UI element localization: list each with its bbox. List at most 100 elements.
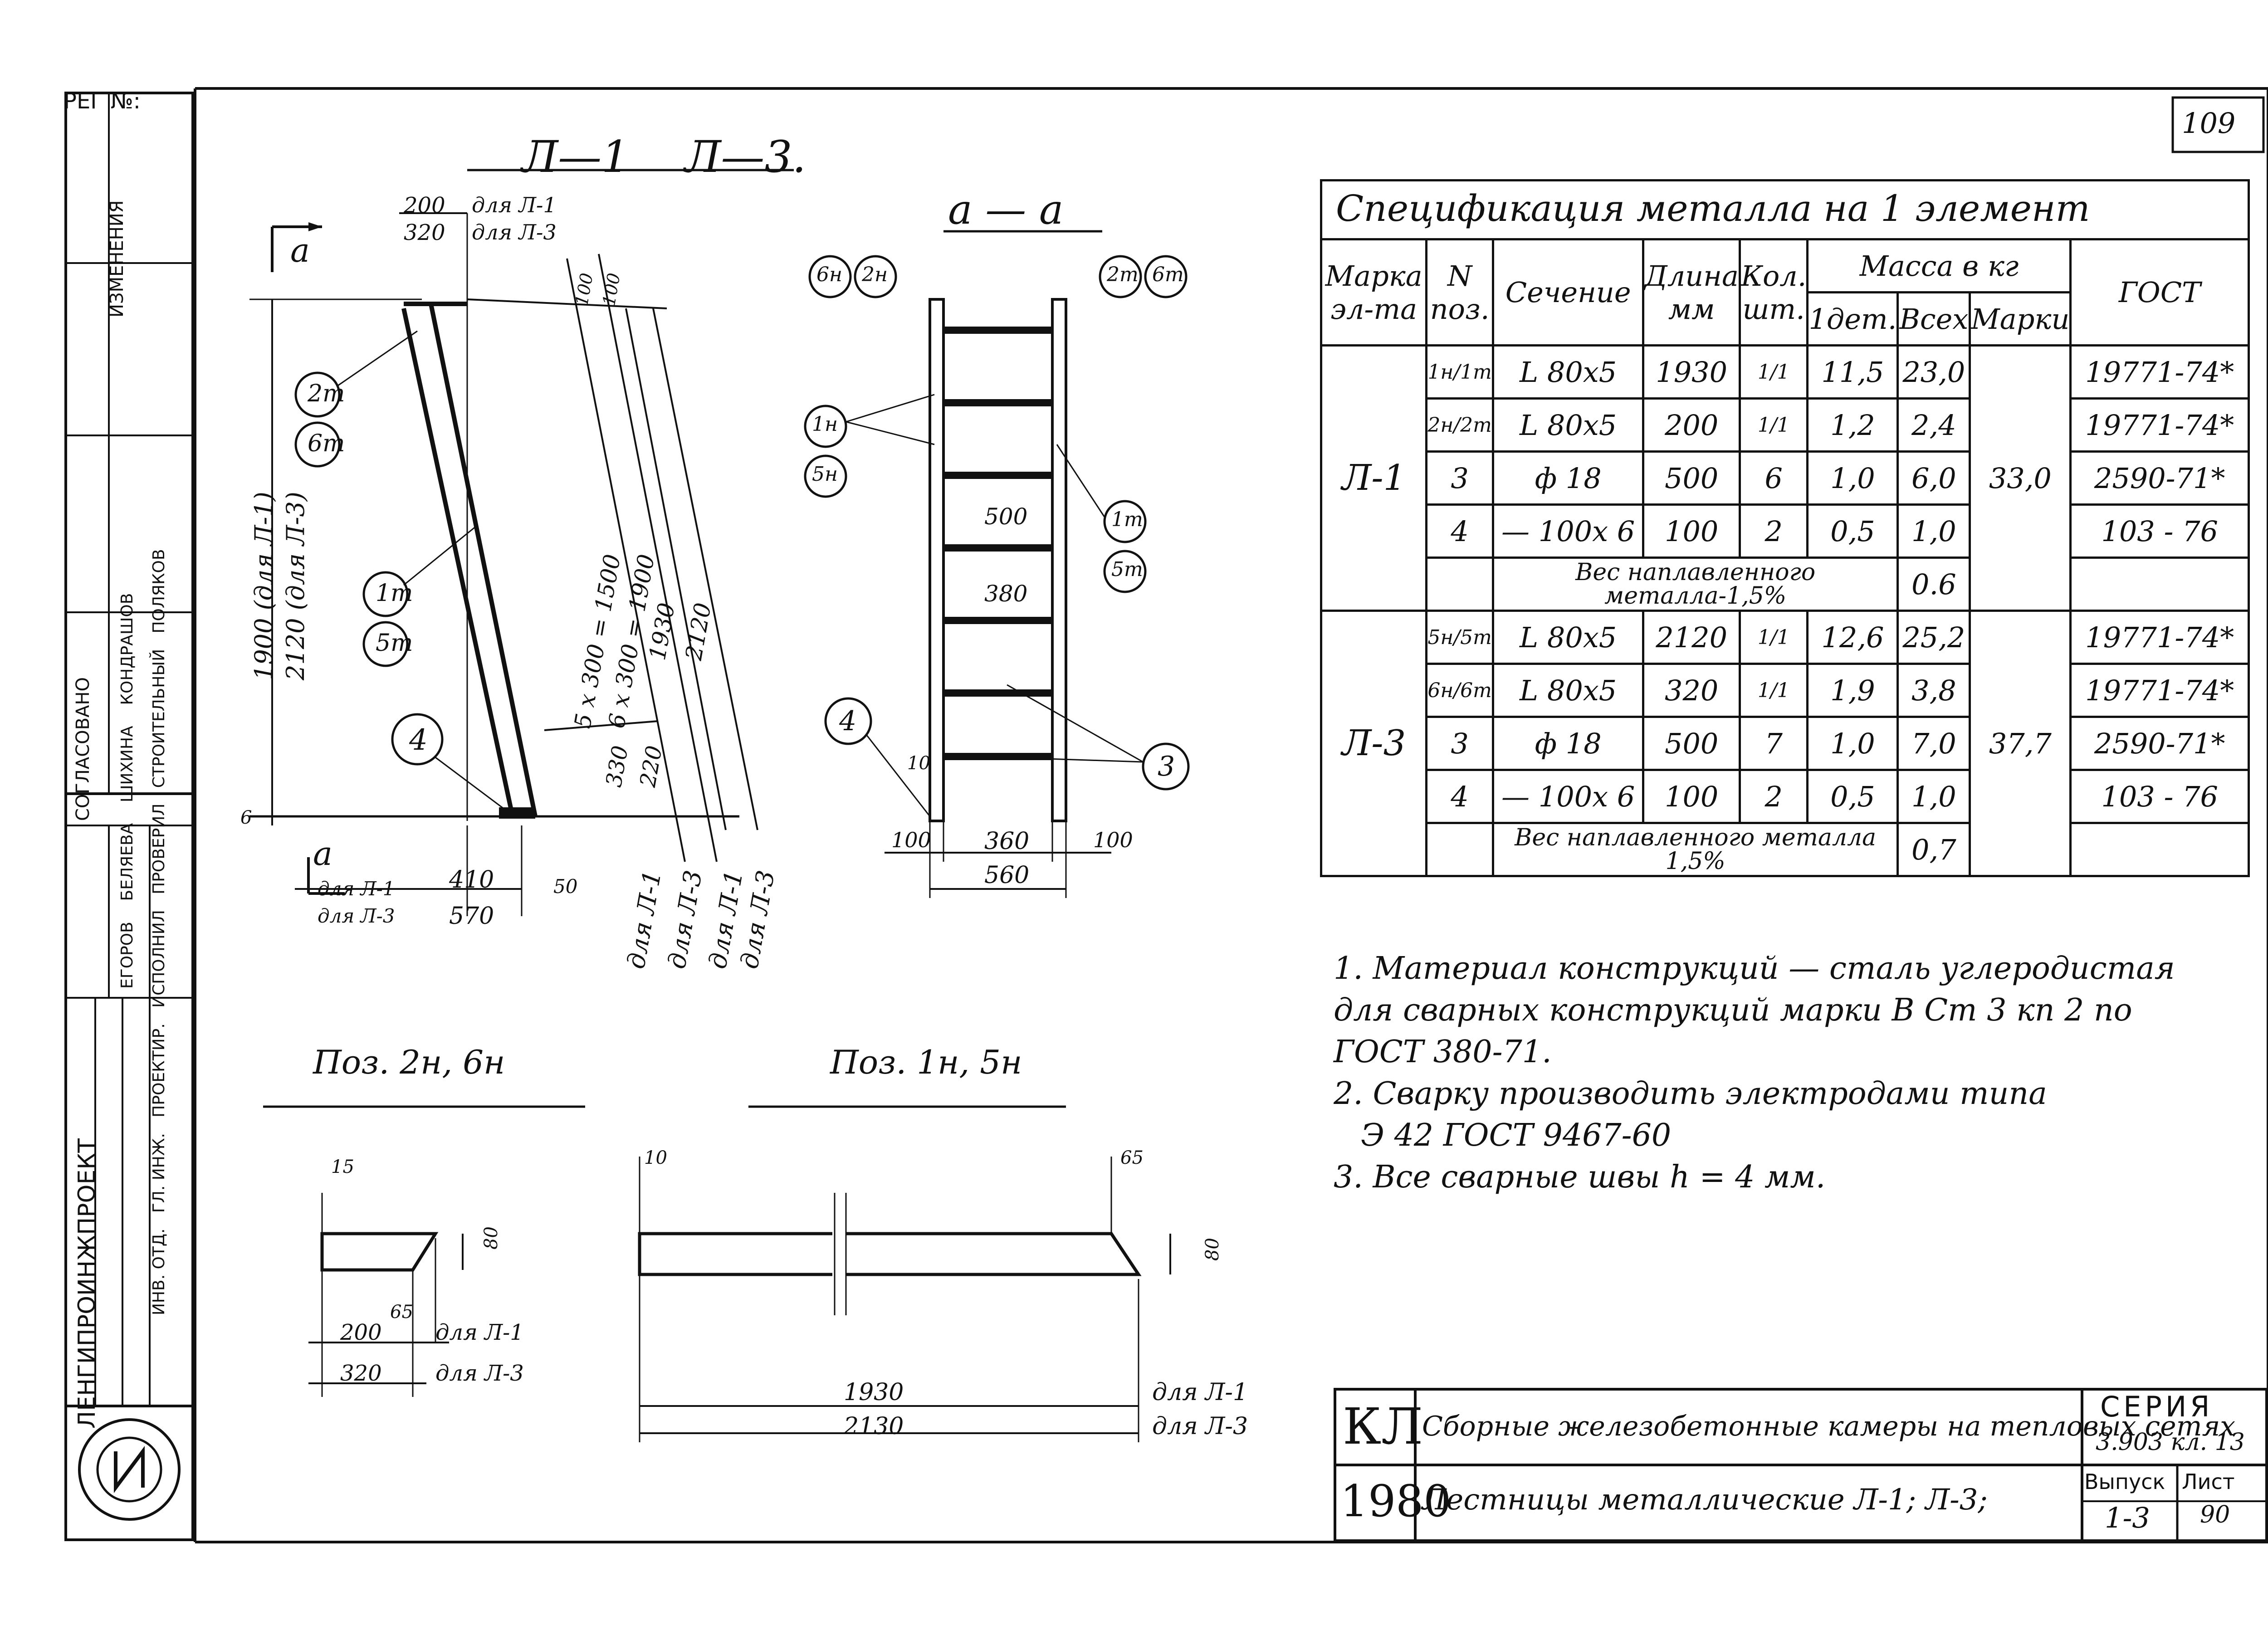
cell-section: — 100х 6 bbox=[1491, 769, 1645, 824]
cell-m1: 1,0 bbox=[1806, 716, 1899, 771]
note-line: ГОСТ 380-71. bbox=[1334, 1034, 1552, 1070]
pos2-dim-320: 320 bbox=[340, 1361, 382, 1386]
cell-qty: 1/1 bbox=[1738, 397, 1809, 453]
cell-weld-val: 0.6 bbox=[1897, 557, 1971, 612]
cell-section: L 80х5 bbox=[1491, 610, 1645, 665]
table-row: 4 — 100х 6 100 2 0,5 1,0 103 - 76 bbox=[1321, 503, 2250, 559]
hdr-pos: N поз. bbox=[1425, 238, 1494, 347]
table-row: Вес наплавленного металла-1,5% 0.6 bbox=[1321, 557, 2250, 612]
table-row: Вес наплавленного металла 1,5% 0,7 bbox=[1321, 822, 2250, 877]
cell-len: 1930 bbox=[1642, 344, 1741, 400]
dim-6: 6 bbox=[240, 807, 252, 828]
section-aa-title: а — а bbox=[948, 186, 1064, 234]
table-row: Л-3 5н/5т L 80х5 2120 1/1 12,6 25,2 37,7… bbox=[1320, 610, 2250, 877]
cell-section: L 80х5 bbox=[1491, 344, 1645, 400]
callout-1t: 1т bbox=[376, 580, 413, 607]
dept-list: ИНВ. ОТД. ГЛ. ИНЖ. ПРОЕКТИР. ИСПОЛНИЛ ПР… bbox=[150, 549, 168, 1315]
cell-m1: 1,2 bbox=[1806, 397, 1899, 453]
stamp-sheet-title: Лестницы металлические Л-1; Л-3; bbox=[1422, 1483, 1988, 1517]
pos1-dim-10: 10 bbox=[644, 1147, 667, 1168]
pos1-dim-80: 80 bbox=[1202, 1238, 1223, 1261]
cell-mall: 2,4 bbox=[1897, 397, 1971, 453]
sec-dim-360: 360 bbox=[984, 828, 1030, 855]
cell-len: 200 bbox=[1642, 397, 1741, 453]
sec-callout-5n: 5н bbox=[812, 463, 838, 486]
hdr-m1: 1дет. bbox=[1806, 291, 1899, 347]
cell-section: ф 18 bbox=[1491, 716, 1645, 771]
cell-mall: 25,2 bbox=[1897, 610, 1971, 665]
main-elevation bbox=[249, 169, 794, 916]
approver-name: ШИХИНА bbox=[118, 726, 137, 803]
cell-pos: 3 bbox=[1425, 716, 1494, 771]
spec-subheader-row: 1дет. Всех Марки bbox=[1321, 291, 2249, 347]
sec-callout-4: 4 bbox=[839, 705, 857, 737]
pos2-l3: для Л-3 bbox=[435, 1361, 524, 1386]
sec-callout-3: 3 bbox=[1158, 751, 1175, 782]
hdr-mass: Масса в кг bbox=[1806, 238, 2072, 293]
approver-name: ЕГОРОВ bbox=[118, 922, 137, 989]
sec-dim-560: 560 bbox=[984, 862, 1030, 889]
dept-row: ГЛ. ИНЖ. bbox=[150, 1133, 168, 1213]
cell-qty: 1/1 bbox=[1738, 663, 1809, 718]
cell-pos: 4 bbox=[1425, 503, 1494, 559]
org-logo bbox=[78, 1418, 181, 1521]
cell-m1: 1,0 bbox=[1806, 450, 1899, 506]
cell-gost: 2590-71* bbox=[2069, 716, 2250, 771]
cell-qty: 6 bbox=[1738, 450, 1809, 506]
approver-name: КОНДРАШОВ bbox=[118, 593, 137, 705]
elevation-title: Л—1 Л—3. bbox=[522, 132, 806, 182]
note-line: 3. Все сварные швы h = 4 мм. bbox=[1334, 1159, 1826, 1195]
table-row: 3 ф 18 500 7 1,0 7,0 2590-71* bbox=[1321, 716, 2250, 771]
sec-callout-5t: 5т bbox=[1111, 558, 1143, 581]
reg-label: РЕГ №: bbox=[64, 88, 141, 114]
hdr-mall: Всех bbox=[1897, 291, 1971, 347]
dim-for-l3: для Л-3 bbox=[472, 220, 557, 244]
cell-m1: 11,5 bbox=[1806, 344, 1899, 400]
sec-callout-6t: 6т bbox=[1152, 263, 1184, 286]
cell-pos: 6н/6т bbox=[1425, 663, 1494, 718]
hdr-length: Длина мм bbox=[1642, 238, 1741, 347]
sec-dim-380: 380 bbox=[984, 581, 1028, 607]
spec-title-box: Спецификация металла на 1 элемент bbox=[1320, 179, 2250, 238]
cell-m1: 0,5 bbox=[1806, 503, 1899, 559]
left-stamp bbox=[64, 92, 194, 1541]
page-number: 109 bbox=[2182, 107, 2236, 140]
section-aa bbox=[804, 230, 1190, 898]
cell-qty: 2 bbox=[1738, 769, 1809, 824]
revisions-label: ИЗМЕНЕНИЯ bbox=[107, 200, 127, 318]
table-row: 6н/6т L 80х5 320 1/1 1,9 3,8 19771-74* bbox=[1321, 663, 2250, 718]
callout-5t: 5т bbox=[376, 630, 413, 657]
cell-gost: 19771-74* bbox=[2069, 663, 2250, 718]
hdr-section: Сечение bbox=[1491, 238, 1645, 347]
sec-dim-500: 500 bbox=[984, 503, 1028, 530]
note-line: для сварных конструкций марки В Ст 3 кп … bbox=[1334, 992, 2132, 1028]
dept-row: ИСПОЛНИЛ bbox=[150, 910, 168, 1008]
dim-l3-label: для Л-3 bbox=[318, 905, 395, 927]
section-mark-top: а bbox=[290, 231, 310, 269]
dept-row: ПРОВЕРИЛ bbox=[150, 803, 168, 894]
stamp-kl: КЛ bbox=[1343, 1397, 1423, 1455]
cell-section: — 100х 6 bbox=[1491, 503, 1645, 559]
cell-gost: 19771-74* bbox=[2069, 397, 2250, 453]
cell-weld: Вес наплавленного металла 1,5% bbox=[1491, 822, 1899, 877]
pos1-detail bbox=[638, 1105, 1171, 1442]
group-total: 33,0 bbox=[1969, 344, 2072, 612]
stamp-issue-label: Выпуск bbox=[2084, 1469, 2165, 1494]
notes: 1. Материал конструкций — сталь углероди… bbox=[1334, 948, 2175, 1198]
cell-gost: 103 - 76 bbox=[2069, 769, 2250, 824]
cell-m1: 12,6 bbox=[1806, 610, 1899, 665]
hdr-mmark: Марки bbox=[1969, 291, 2072, 347]
pos2-dim-65: 65 bbox=[390, 1302, 413, 1323]
group-total: 37,7 bbox=[1969, 610, 2072, 877]
section-mark-bottom: а bbox=[313, 835, 332, 873]
dim-200: 200 bbox=[404, 193, 445, 218]
cell-gost: 19771-74* bbox=[2069, 610, 2250, 665]
cell-gost: 19771-74* bbox=[2069, 344, 2250, 400]
cell-m1: 1,9 bbox=[1806, 663, 1899, 718]
stamp-list-label: Лист bbox=[2182, 1469, 2235, 1494]
cell-section: L 80х5 bbox=[1491, 663, 1645, 718]
cell-pos: 2н/2т bbox=[1425, 397, 1494, 453]
dept-row: ИНВ. ОТД. bbox=[150, 1228, 168, 1315]
sec-callout-2t: 2т bbox=[1107, 263, 1139, 286]
